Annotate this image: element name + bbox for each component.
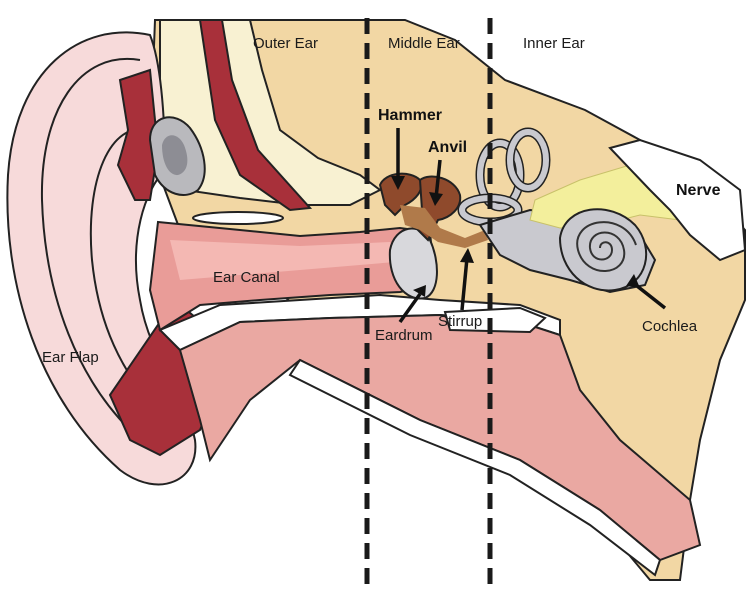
white-oval [192, 211, 284, 225]
hammer-arrowhead [391, 176, 405, 190]
stirrup-label: Stirrup [438, 313, 482, 330]
nerve-label: Nerve [676, 182, 721, 199]
semicircular-canal-2-fill [507, 129, 549, 191]
hammer-label: Hammer [378, 107, 442, 124]
ear-canal-label: Ear Canal [213, 269, 280, 286]
lower-white-band [288, 358, 662, 577]
stirrup-base [443, 306, 547, 334]
cochlea-arrowhead [626, 274, 640, 288]
eardrum-arrowhead [413, 285, 426, 297]
stirrup-arrow [460, 257, 469, 311]
inner-ear-label: Inner Ear [523, 35, 585, 52]
anvil-arrow [434, 159, 442, 199]
ossicle-link [400, 205, 488, 248]
canal-highlight [170, 240, 395, 280]
eardrum-shape [388, 227, 438, 300]
cartilage-strip [198, 19, 313, 212]
ear-flap-inner-fold [89, 127, 151, 391]
semicircular-canal-1-fill [477, 140, 523, 210]
inner-ear-flap [608, 138, 747, 262]
concha [116, 68, 160, 201]
eardrum-label: Eardrum [375, 327, 433, 344]
middle-ear-label: Middle Ear [388, 35, 460, 52]
ear-flap-fold [40, 57, 141, 431]
anvil-label: Anvil [428, 139, 467, 156]
cochlea-spiral [576, 221, 637, 272]
eardrum-arrow [398, 292, 422, 324]
cochlea-label: Cochlea [642, 318, 698, 335]
stirrup-arrowhead [460, 248, 474, 263]
outer-ear-label: Outer Ear [253, 35, 318, 52]
ear-flap-label: Ear Flap [42, 349, 99, 366]
anvil-arrowhead [429, 192, 443, 206]
gray-lobe-core [162, 135, 188, 176]
